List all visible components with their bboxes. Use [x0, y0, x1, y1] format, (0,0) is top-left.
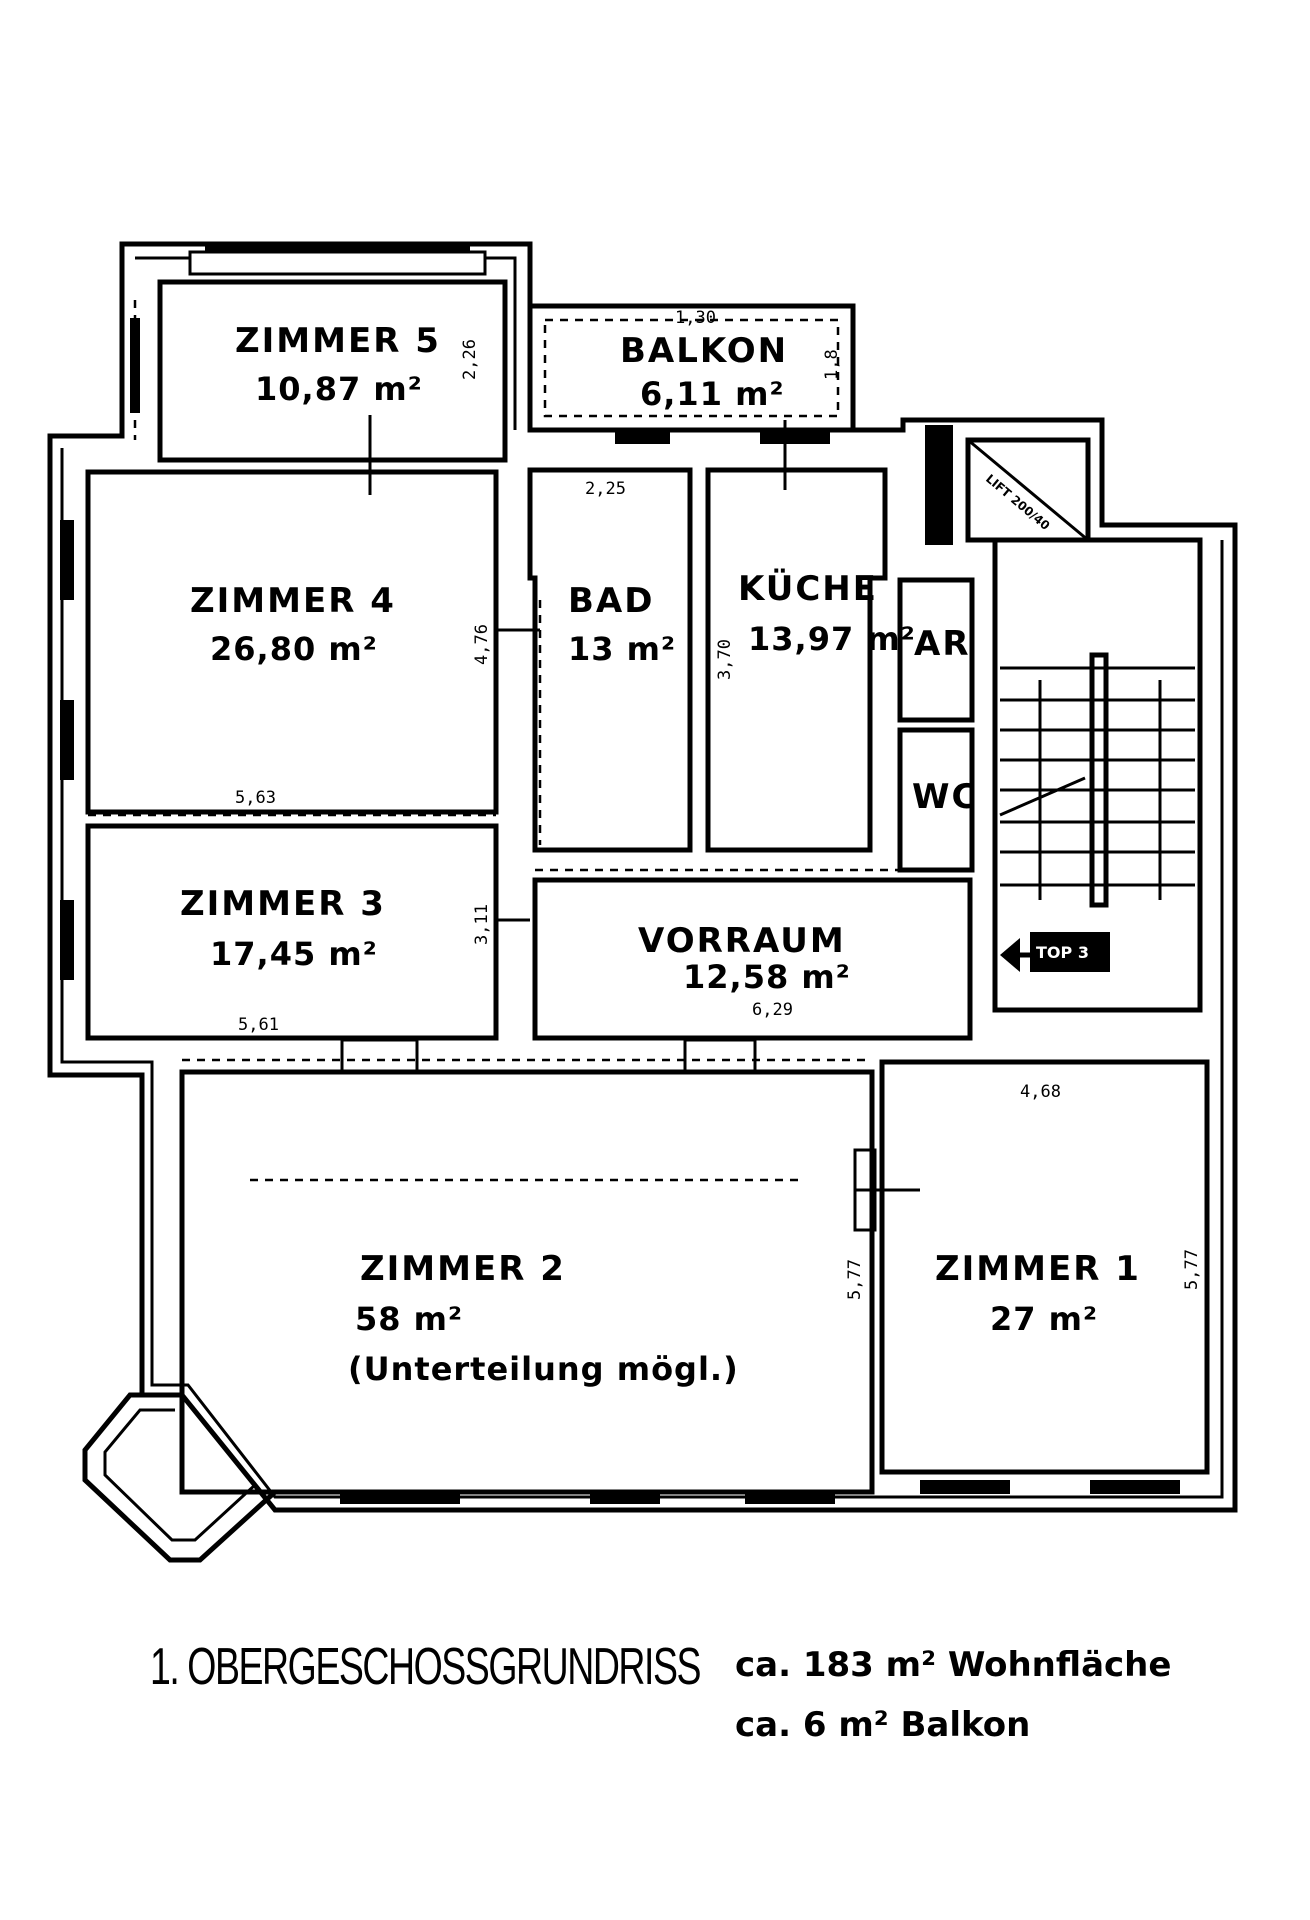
bad-dim: 2,25 — [585, 479, 626, 499]
zimmer5-area: 10,87 m² — [255, 370, 423, 408]
zimmer4-dim-h: 4,76 — [472, 624, 492, 665]
door-openings — [88, 300, 970, 1232]
zimmer4-name: ZIMMER 4 — [190, 581, 396, 621]
zimmer5-dim: 2,26 — [460, 339, 480, 380]
balkon-dim-side: 1,8 — [822, 349, 842, 380]
zimmer1-name: ZIMMER 1 — [935, 1249, 1141, 1289]
vorraum-name: VORRAUM — [638, 921, 846, 961]
balcony-area-summary: ca. 6 m² Balkon — [735, 1705, 1031, 1745]
zimmer3-dim-h: 3,11 — [472, 904, 492, 945]
balkon-name: BALKON — [620, 331, 788, 371]
zimmer1-area: 27 m² — [990, 1300, 1098, 1338]
zimmer3-dim-w: 5,61 — [238, 1015, 279, 1035]
wc-name: WC — [912, 777, 978, 817]
room-labels: ZIMMER 5 10,87 m² 2,26 BALKON 6,11 m² 1,… — [180, 308, 1202, 1388]
vorraum-area: 12,58 m² — [683, 958, 851, 996]
kueche-area: 13,97 m² — [748, 620, 916, 658]
zimmer1-dim-h: 5,77 — [1182, 1249, 1202, 1290]
zimmer2-area: 58 m² — [355, 1300, 463, 1338]
zimmer2-note: (Unterteilung mögl.) — [348, 1350, 739, 1388]
zimmer1-dim-w: 4,68 — [1020, 1082, 1061, 1102]
kueche-dim: 3,70 — [715, 639, 735, 680]
zimmer2-dim: 5,77 — [845, 1259, 865, 1300]
zimmer4-area: 26,80 m² — [210, 630, 378, 668]
zimmer5-name: ZIMMER 5 — [235, 321, 441, 361]
bad-area: 13 m² — [568, 630, 676, 668]
balkon-dim-top: 1,30 — [675, 308, 716, 328]
kueche-name: KÜCHE — [738, 568, 878, 609]
plan-title: 1. OBERGESCHOSSGRUNDRISS — [150, 1638, 701, 1696]
ar-name: AR — [914, 624, 971, 664]
zimmer4-dim-w: 5,63 — [235, 788, 276, 808]
staircase — [999, 652, 1195, 972]
top-label: TOP 3 — [1036, 943, 1089, 962]
zimmer3-area: 17,45 m² — [210, 935, 378, 973]
outer-walls — [47, 241, 1238, 1563]
vorraum-dim: 6,29 — [752, 1000, 793, 1020]
zimmer3-name: ZIMMER 3 — [180, 884, 386, 924]
living-area-summary: ca. 183 m² Wohnfläche — [735, 1645, 1172, 1685]
balkon-area: 6,11 m² — [640, 375, 784, 413]
bad-name: BAD — [568, 581, 654, 621]
zimmer2-name: ZIMMER 2 — [360, 1249, 566, 1289]
